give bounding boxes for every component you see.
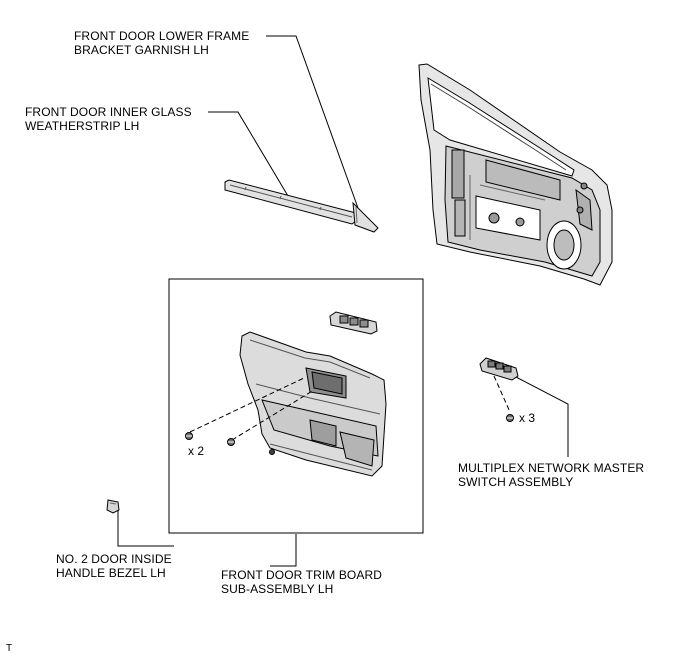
trim-screw-quantity: x 2: [188, 444, 205, 458]
label-line: SWITCH ASSEMBLY: [458, 475, 574, 489]
trim-board-part: [239, 331, 387, 477]
label-lower-frame-bracket-garnish: FRONT DOOR LOWER FRAME BRACKET GARNISH L…: [74, 29, 249, 57]
weatherstrip-part: [224, 179, 357, 225]
garnish-part: [352, 201, 379, 233]
leader-multiplex: [513, 375, 569, 457]
leader-bezel: [117, 507, 174, 547]
footer-mark: T: [6, 643, 13, 654]
label-line: FRONT DOOR LOWER FRAME: [74, 29, 250, 43]
label-line: WEATHERSTRIP LH: [25, 119, 140, 133]
leader-weatherstrip: [208, 111, 289, 197]
switch-screw-quantity: x 3: [519, 411, 536, 425]
leader-trim-board: [270, 534, 297, 567]
label-no2-door-inside-handle-bezel: NO. 2 DOOR INSIDE HANDLE BEZEL LH: [56, 552, 172, 580]
label-multiplex-network-master-switch: MULTIPLEX NETWORK MASTER SWITCH ASSEMBLY: [458, 461, 644, 489]
frame-switch-part: [329, 311, 378, 335]
label-line: NO. 2 DOOR INSIDE: [56, 552, 172, 566]
bezel-part: [106, 499, 120, 514]
label-line: FRONT DOOR INNER GLASS: [25, 105, 192, 119]
trim-board-frame: [168, 278, 424, 534]
label-line: MULTIPLEX NETWORK MASTER: [458, 461, 645, 475]
dashed-assembly-lines: [189, 375, 511, 441]
label-line: FRONT DOOR TRIM BOARD: [221, 568, 382, 582]
trim-screws: [185, 432, 235, 446]
label-line: HANDLE BEZEL LH: [56, 566, 166, 580]
door-shell: [418, 63, 613, 286]
label-line: BRACKET GARNISH LH: [74, 43, 209, 57]
leader-garnish: [266, 35, 359, 209]
label-line: SUB-ASSEMBLY LH: [221, 582, 334, 596]
label-front-door-trim-board: FRONT DOOR TRIM BOARD SUB-ASSEMBLY LH: [221, 568, 382, 596]
label-inner-glass-weatherstrip: FRONT DOOR INNER GLASS WEATHERSTRIP LH: [25, 105, 192, 133]
multiplex-switch-part: [479, 357, 519, 422]
leader-lines: [117, 35, 569, 567]
